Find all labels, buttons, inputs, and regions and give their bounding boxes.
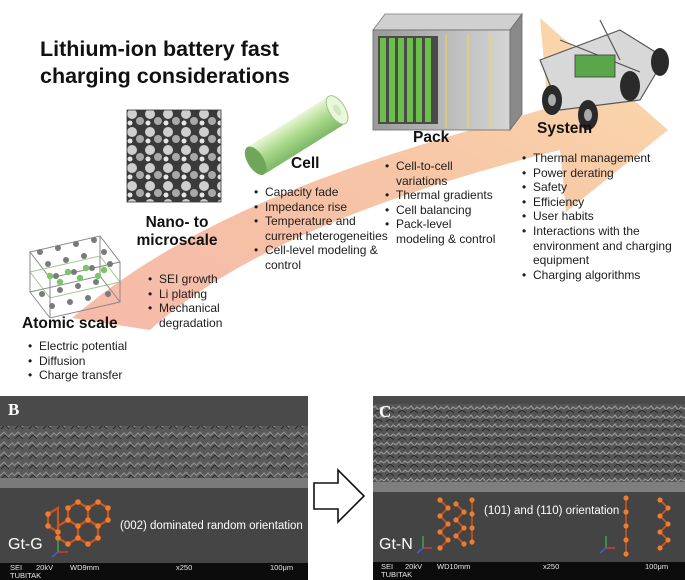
sample-label-b: Gt-G <box>8 536 43 553</box>
list-item: Charging algorithms <box>522 268 680 283</box>
cylindrical-cell-icon <box>244 95 349 175</box>
list-item: Charge transfer <box>28 368 188 383</box>
annotation-c: (101) and (110) orientation <box>484 505 620 517</box>
stage-system-title: System <box>537 120 593 137</box>
lithium-atoms <box>46 264 108 286</box>
random-orientation-atoms <box>45 499 111 547</box>
stage-nano-points: SEI growth Li plating Mechanical degrada… <box>148 272 258 330</box>
ordered-orientation-atoms <box>437 495 671 557</box>
annotation-b: (002) dominated random orientation <box>120 520 303 532</box>
sem-scale: 100μm <box>645 562 669 571</box>
list-item: Cell-to-cell variations <box>385 159 503 188</box>
list-item: Diffusion <box>28 354 188 369</box>
battery-pack-icon <box>372 12 523 132</box>
list-item: Safety <box>522 180 680 195</box>
list-item: Electric potential <box>28 339 188 354</box>
list-item: Interactions with the environment and ch… <box>522 224 680 268</box>
list-item: Impedance rise <box>254 200 389 215</box>
stage-pack-points: Cell-to-cell variations Thermal gradient… <box>385 159 503 247</box>
sem-panel-c <box>373 396 685 580</box>
stage-system-points: Thermal management Power derating Safety… <box>522 151 680 282</box>
panel-letter-c: C <box>379 402 392 421</box>
sem-wd: WD10mm <box>437 562 471 571</box>
sem-wd: WD9mm <box>70 563 100 572</box>
panel-letter-b: B <box>8 400 20 419</box>
sem-info-bar-b: SEI 20kV WD9mm x250 100μm TUBITAK <box>0 563 308 580</box>
sem-detector: SEI <box>381 562 394 571</box>
sem-detector: SEI <box>10 563 23 572</box>
stage-cell-title: Cell <box>291 155 320 172</box>
list-item: Temperature and current heterogeneities <box>254 214 389 243</box>
race-car-icon <box>539 19 669 130</box>
list-item: Cell balancing <box>385 203 503 218</box>
sem-info-bar-c: SEI 20kV WD10mm x250 100μm TUBITAK <box>373 562 685 580</box>
list-item: Li plating <box>148 287 258 302</box>
list-item: Efficiency <box>522 195 680 210</box>
transition-arrow-icon <box>313 468 366 524</box>
stage-atomic-title: Atomic scale <box>22 315 118 332</box>
progression-arrow <box>72 18 668 330</box>
list-item: Thermal gradients <box>385 188 503 203</box>
lattice-atoms <box>37 237 113 309</box>
axes-c1-icon <box>416 536 432 554</box>
stage-pack-title: Pack <box>413 129 450 146</box>
stage-nano-title: Nano- to microscale <box>136 214 218 249</box>
sem-org: TUBITAK <box>381 570 413 579</box>
list-item: Mechanical degradation <box>148 301 258 330</box>
sem-mag: x250 <box>176 563 193 572</box>
list-item: Thermal management <box>522 151 680 166</box>
sem-org: TUBITAK <box>10 571 42 580</box>
sem-panel-b <box>0 396 308 580</box>
list-item: Cell-level modeling & control <box>254 243 389 272</box>
nano-sem-image <box>127 110 221 202</box>
list-item: SEI growth <box>148 272 258 287</box>
stage-cell-points: Capacity fade Impedance rise Temperature… <box>254 185 389 273</box>
diagram-title: Lithium-ion battery fast charging consid… <box>40 37 290 88</box>
list-item: Pack-level modeling & control <box>385 217 503 246</box>
list-item: Capacity fade <box>254 185 389 200</box>
stage-atomic-points: Electric potential Diffusion Charge tran… <box>28 339 188 383</box>
sem-voltage: 20kV <box>405 562 423 571</box>
sem-scale: 100μm <box>270 563 294 572</box>
axes-c2-icon <box>599 536 615 554</box>
list-item: Power derating <box>522 166 680 181</box>
sem-voltage: 20kV <box>36 563 54 572</box>
axes-b-icon <box>51 540 68 558</box>
sem-mag: x250 <box>543 562 560 571</box>
sample-label-c: Gt-N <box>379 536 413 553</box>
list-item: User habits <box>522 209 680 224</box>
